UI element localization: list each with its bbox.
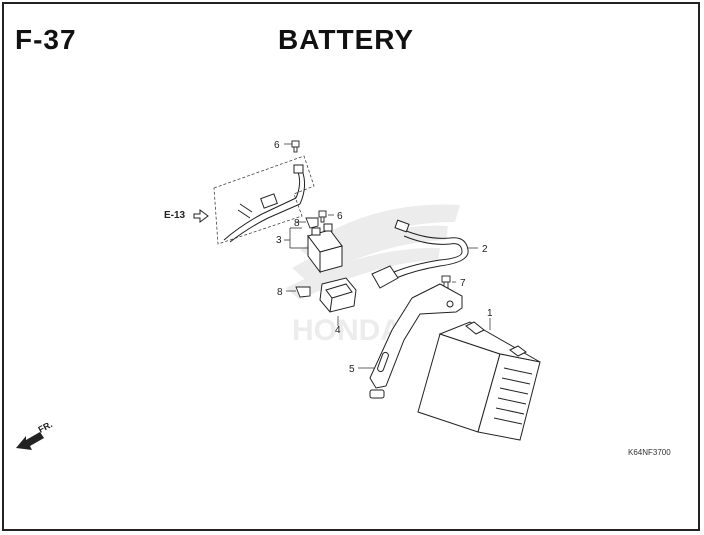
figure-code: F-37 bbox=[15, 24, 77, 55]
callout-7: 7 bbox=[460, 278, 466, 289]
battery-cable-2 bbox=[371, 219, 469, 289]
starter-relay-3 bbox=[307, 223, 343, 274]
clip-8-bottom bbox=[295, 286, 311, 298]
callout-6-mid: 6 bbox=[337, 211, 343, 222]
clip-8-top bbox=[305, 217, 319, 229]
callout-3: 3 bbox=[276, 235, 282, 246]
relay-cover-4 bbox=[319, 277, 357, 313]
bolt-6-top bbox=[291, 140, 300, 153]
reference-code: K64NF3700 bbox=[628, 448, 671, 457]
leader-lines bbox=[284, 143, 491, 369]
battery-band-5 bbox=[369, 283, 463, 399]
callout-2: 2 bbox=[482, 244, 488, 255]
page-title: BATTERY bbox=[278, 24, 415, 55]
front-arrow-icon bbox=[16, 432, 44, 450]
callout-8-bottom: 8 bbox=[277, 287, 283, 298]
cross-reference-label: E-13 bbox=[164, 210, 186, 221]
watermark-text: HONDA bbox=[292, 314, 402, 347]
inset-dashed-box bbox=[213, 155, 315, 245]
bolt-6-mid bbox=[318, 210, 327, 223]
battery-1 bbox=[417, 321, 541, 441]
callout-6-top: 6 bbox=[274, 140, 280, 151]
callout-1: 1 bbox=[487, 308, 493, 319]
inset-harness bbox=[223, 164, 306, 243]
callout-8-top: 8 bbox=[294, 218, 300, 229]
callout-4: 4 bbox=[335, 325, 341, 336]
callout-5: 5 bbox=[349, 364, 355, 375]
e13-arrow-icon bbox=[193, 209, 209, 223]
